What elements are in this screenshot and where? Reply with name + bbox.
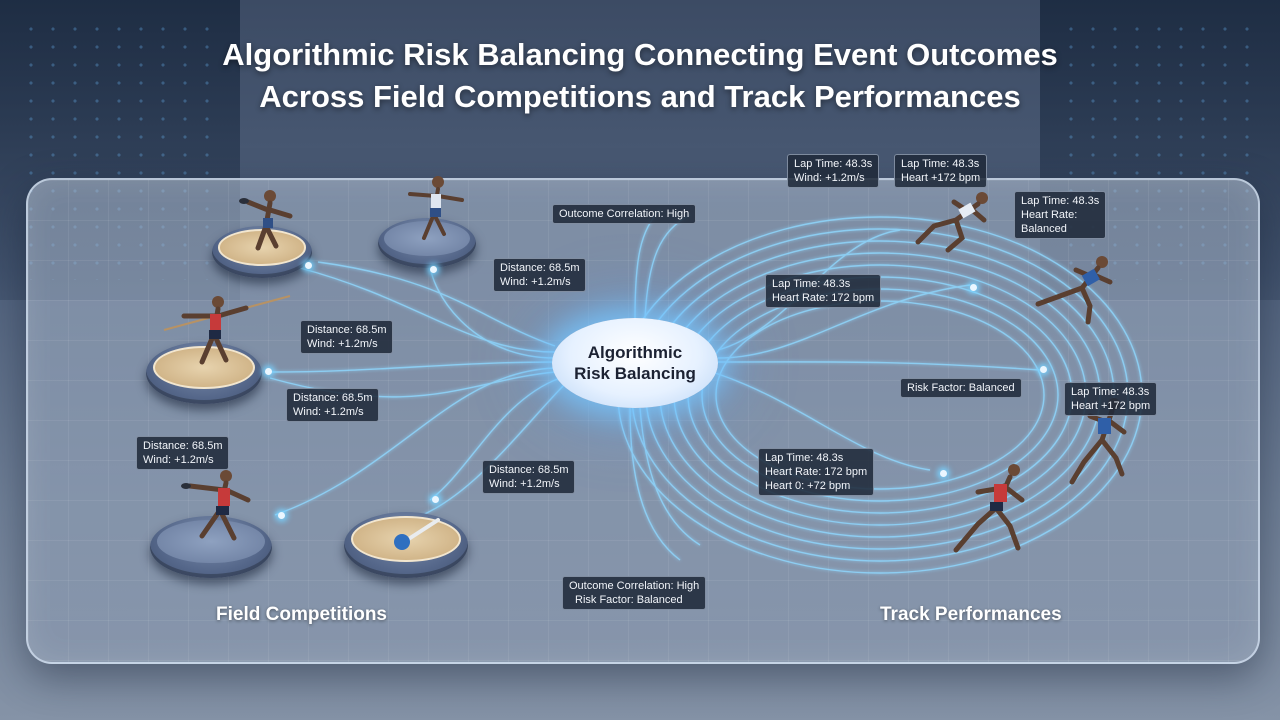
title-line-2: Across Field Competitions and Track Perf… [259,79,1021,114]
field-label-2-line-2: Wind: +1.2m/s [307,338,378,350]
field-label-2: Distance: 68.5m Wind: +1.2m/s [300,320,394,354]
node-dot [970,284,977,291]
shot-put-ball-icon [394,518,440,550]
risk-factor-right-text: Risk Factor: Balanced [907,382,1015,394]
track-label-6-line-1: Lap Time: 48.3s [765,452,844,464]
title-line-1: Algorithmic Risk Balancing Connecting Ev… [222,37,1058,72]
node-dot [940,470,947,477]
runner-bottom-icon [953,464,1025,553]
discus-thrower-mid-icon [408,176,464,240]
node-dot [278,512,285,519]
risk-factor-label-right: Risk Factor: Balanced [900,378,1022,398]
field-label-2-line-1: Distance: 68.5m [307,324,387,336]
field-label-1-line-2: Wind: +1.2m/s [500,276,571,288]
track-label-5: Lap Time: 48.3s Heart +172 bpm [1064,382,1158,416]
discus-thrower-bottom-icon [181,470,251,541]
discus-thrower-top-icon [239,190,293,251]
page-title: Algorithmic Risk Balancing Connecting Ev… [0,34,1280,118]
field-label-1: Distance: 68.5m Wind: +1.2m/s [493,258,587,292]
track-label-4-line-2: Heart Rate: 172 bpm [772,292,875,304]
field-label-5-line-2: Wind: +1.2m/s [489,478,560,490]
node-dot [430,266,437,273]
field-label-3-line-1: Distance: 68.5m [293,392,373,404]
field-label-5-line-1: Distance: 68.5m [489,464,569,476]
track-label-6-line-2: Heart Rate: 172 bpm [765,466,868,478]
field-label-3: Distance: 68.5m Wind: +1.2m/s [286,388,380,422]
algorithmic-risk-balancing-hub: Algorithmic Risk Balancing [552,318,718,408]
outcome-correlation-top-text: Outcome Correlation: High [559,208,690,220]
track-label-2-line-1: Lap Time: 48.3s [901,158,980,170]
field-label-4-line-2: Wind: +1.2m/s [143,454,214,466]
track-label-2: Lap Time: 48.3s Heart +172 bpm [894,154,988,188]
hub-line-2: Risk Balancing [574,364,696,383]
track-label-4: Lap Time: 48.3s Heart Rate: 172 bpm [765,274,882,308]
track-label-1-line-2: Wind: +1.2m/s [794,172,865,184]
field-disc-bottom-left [150,516,272,578]
bottom-summary-label: Outcome Correlation: High Risk Factor: B… [562,576,707,610]
bottom-summary-line-1: Outcome Correlation: High [569,580,700,592]
field-label-3-line-2: Wind: +1.2m/s [293,406,364,418]
javelin-thrower-icon [163,295,291,365]
bottom-summary-line-2: Risk Factor: Balanced [575,594,683,606]
field-label-4-line-1: Distance: 68.5m [143,440,223,452]
track-label-2-line-2: Heart +172 bpm [901,172,981,184]
hub-line-1: Algorithmic [587,343,683,362]
track-label-3-line-2: Heart Rate: [1021,209,1078,221]
track-label-5-line-1: Lap Time: 48.3s [1071,386,1150,398]
track-label-6: Lap Time: 48.3s Heart Rate: 172 bpm Hear… [758,448,875,496]
field-label-4: Distance: 68.5m Wind: +1.2m/s [136,436,230,470]
track-label-3-line-1: Lap Time: 48.3s [1021,195,1100,207]
track-label-1: Lap Time: 48.3s Wind: +1.2m/s [787,154,880,188]
node-dot [265,368,272,375]
track-label-5-line-2: Heart +172 bpm [1071,400,1151,412]
outcome-correlation-label-top: Outcome Correlation: High [552,204,697,224]
track-label-3: Lap Time: 48.3s Heart Rate: Balanced [1014,191,1107,239]
runner-top-icon [915,192,988,253]
node-dot [305,262,312,269]
field-competitions-label: Field Competitions [216,604,387,625]
field-label-5: Distance: 68.5m Wind: +1.2m/s [482,460,576,494]
field-label-1-line-1: Distance: 68.5m [500,262,580,274]
node-dot [432,496,439,503]
track-label-4-line-1: Lap Time: 48.3s [772,278,851,290]
track-performances-label: Track Performances [880,604,1062,625]
track-label-3-line-3: Balanced [1021,223,1067,235]
track-label-6-line-3: Heart 0: +72 bpm [765,480,851,492]
node-dot [1040,366,1047,373]
track-label-1-line-1: Lap Time: 48.3s [794,158,873,170]
runner-right-icon [1035,256,1113,325]
